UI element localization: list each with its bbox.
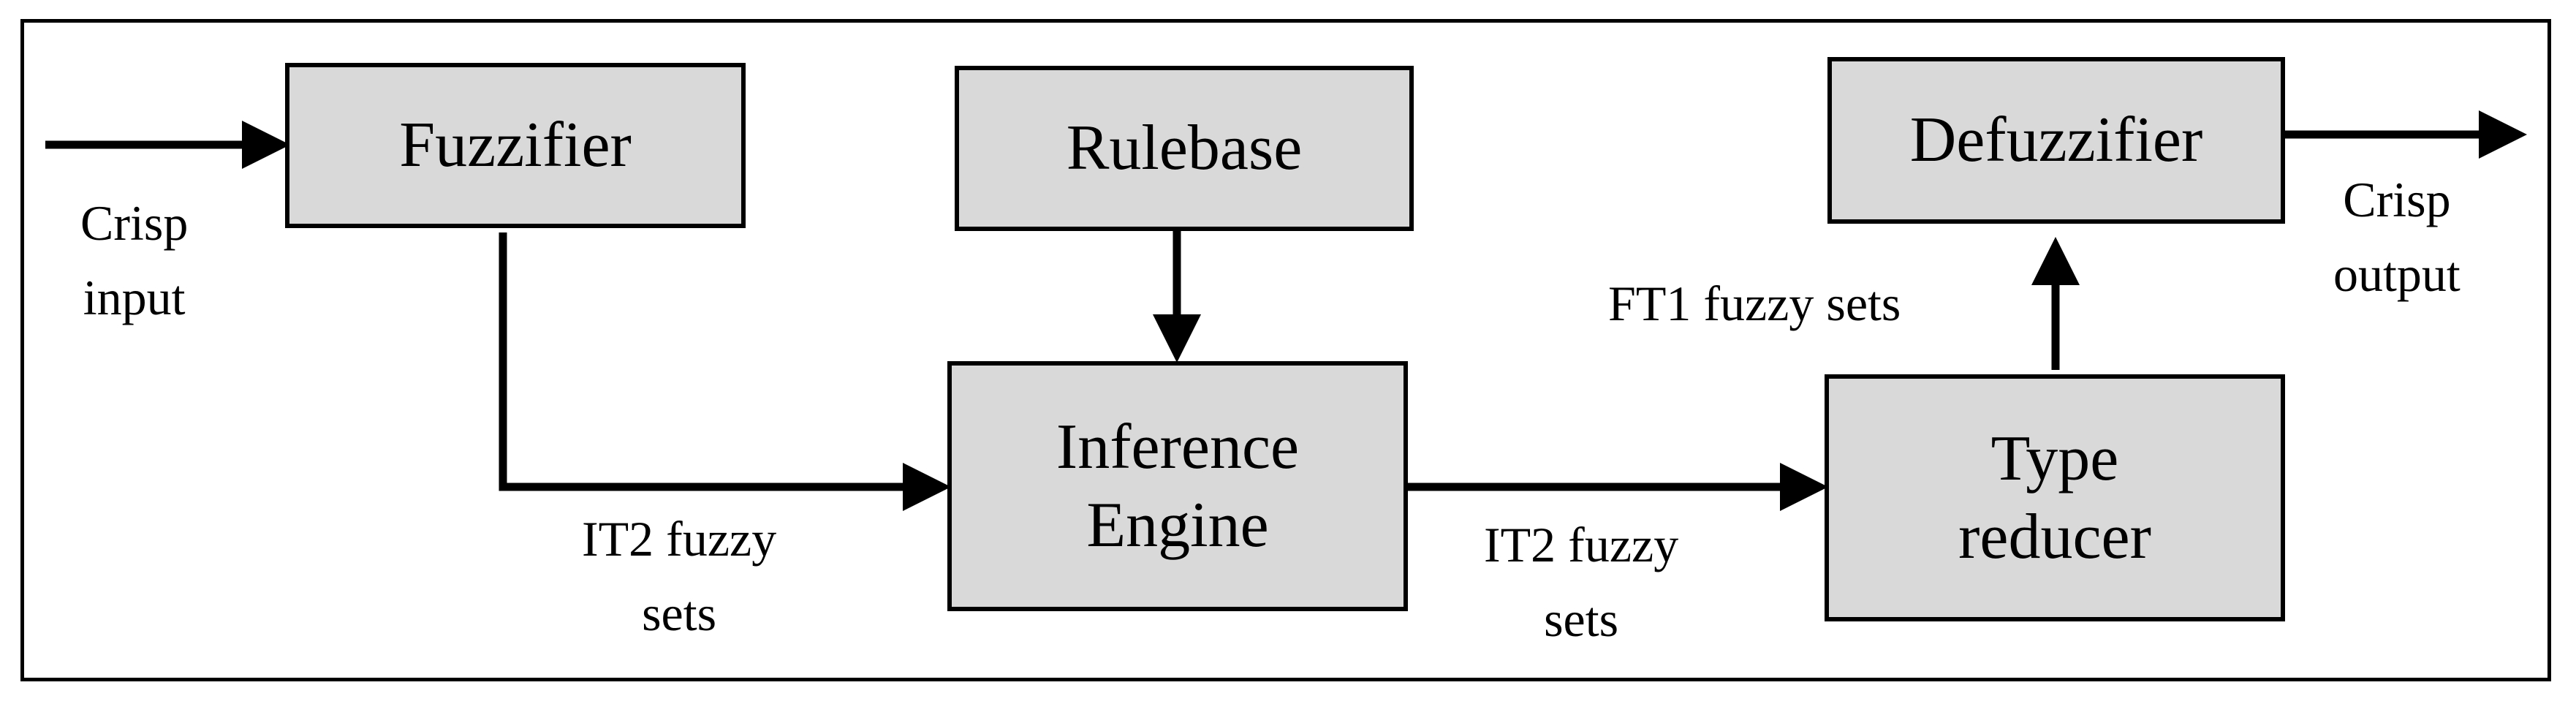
it2-left-line2: sets — [642, 586, 717, 641]
it2-right-line2: sets — [1544, 591, 1619, 647]
inference-label-line1: Inference — [1056, 411, 1300, 483]
inference-engine-block: Inference Engine — [947, 361, 1408, 611]
rulebase-label: Rulebase — [1066, 113, 1303, 184]
crisp-input-label: Crisp input — [80, 186, 188, 335]
ft1-line: FT1 fuzzy sets — [1608, 276, 1901, 331]
defuzzifier-label: Defuzzifier — [1909, 105, 2203, 176]
type-reducer-block: Type reducer — [1825, 374, 2285, 621]
fuzzifier-block: Fuzzifier — [285, 63, 746, 228]
type-reducer-label-line1: Type — [1990, 423, 2119, 494]
defuzzifier-block: Defuzzifier — [1827, 57, 2285, 224]
rulebase-block: Rulebase — [955, 66, 1414, 231]
fuzzifier-label: Fuzzifier — [399, 110, 632, 181]
crisp-output-label: Crisp output — [2333, 162, 2461, 311]
it2-left-line1: IT2 fuzzy — [582, 511, 777, 567]
inference-label-line2: Engine — [1086, 490, 1269, 561]
crisp-output-line2: output — [2333, 246, 2461, 302]
fuzzifier-to-inference-arrow — [499, 232, 951, 511]
ft1-fuzzy-sets-label: FT1 fuzzy sets — [1608, 266, 1901, 341]
it2-fuzzy-sets-left-label: IT2 fuzzy sets — [582, 502, 776, 651]
crisp-input-line2: input — [83, 270, 186, 325]
crisp-output-line1: Crisp — [2343, 172, 2451, 227]
diagram-frame — [20, 19, 2551, 681]
it2-right-line1: IT2 fuzzy — [1484, 517, 1679, 572]
it2-fuzzy-sets-right-label: IT2 fuzzy sets — [1484, 507, 1678, 657]
crisp-input-line1: Crisp — [80, 195, 189, 251]
type-reducer-label-line2: reducer — [1958, 502, 2151, 572]
